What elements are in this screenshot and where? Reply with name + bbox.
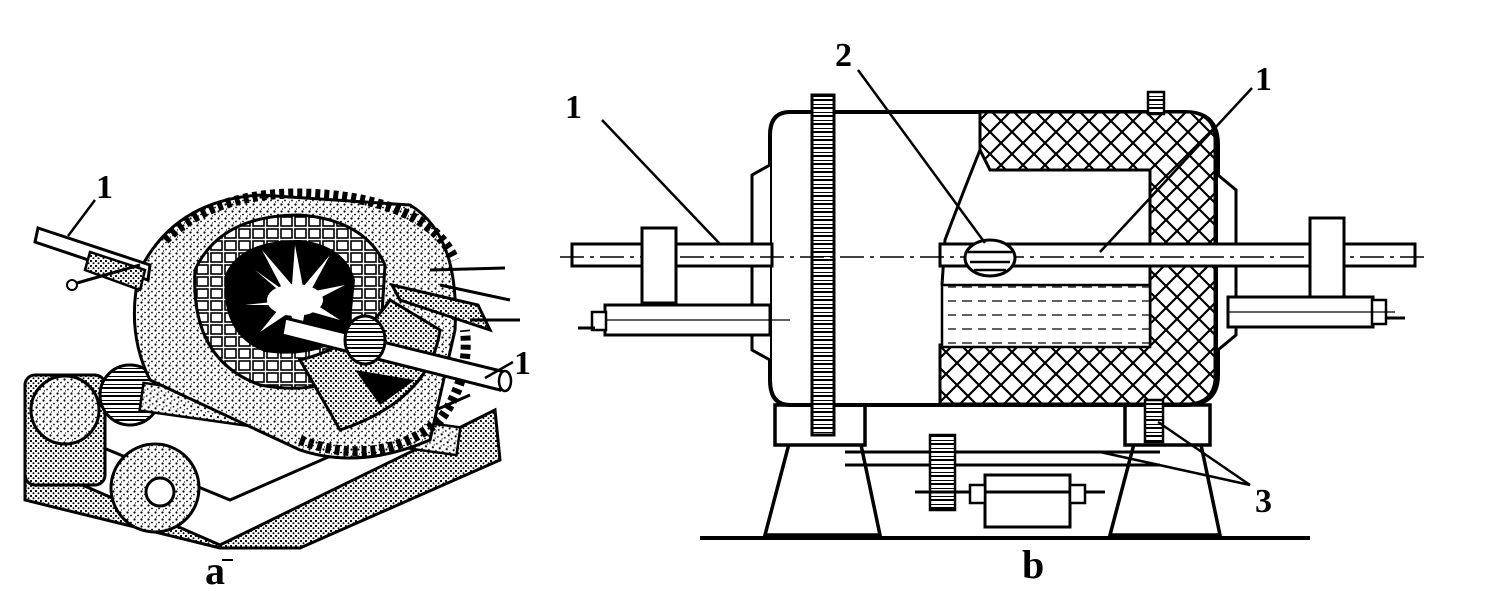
panel-b-caption: b xyxy=(1022,542,1044,587)
svg-text:3: 3 xyxy=(1255,483,1272,520)
panel-b-callout-1-right: 1 xyxy=(1099,61,1272,253)
panel-b-callout-2: 2 xyxy=(835,37,987,244)
svg-text:1: 1 xyxy=(96,169,113,206)
flame-icon xyxy=(245,245,345,340)
panel-a-drawing xyxy=(23,188,520,550)
panel-a-callout-1-left: 1 xyxy=(67,169,113,237)
panel-b-callout-3: 3 xyxy=(1099,420,1272,520)
panel-b-drawing xyxy=(560,90,1430,540)
panel-a-callout-1-right: 1 xyxy=(484,345,531,382)
svg-text:1: 1 xyxy=(514,345,531,382)
svg-text:1: 1 xyxy=(565,89,582,126)
svg-text:1: 1 xyxy=(1255,61,1272,98)
panel-a-caption: a xyxy=(205,548,225,593)
svg-text:2: 2 xyxy=(835,37,852,74)
panel-b-callout-1-left: 1 xyxy=(565,89,721,245)
